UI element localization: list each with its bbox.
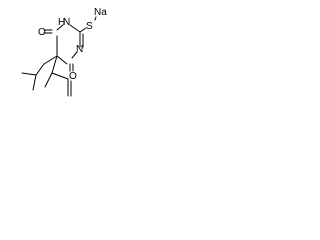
bond-ch-ch3-down xyxy=(32,74,37,91)
atom-hydrogen-nh: H xyxy=(58,17,65,28)
bond-c2-n1 xyxy=(69,24,81,33)
bond-n1-c6 xyxy=(56,24,64,31)
bond-c5-ch2 xyxy=(43,55,58,65)
bond-ch-ch3-left xyxy=(21,72,37,76)
atom-oxygen-top: O xyxy=(38,27,46,38)
bond-s-na xyxy=(94,16,97,21)
atom-sodium: Na xyxy=(94,7,107,18)
bond-ch-ch3 xyxy=(44,72,53,88)
atom-oxygen-bottom: O xyxy=(69,71,77,82)
bond-c5-ch xyxy=(51,55,58,74)
bond-c2-s xyxy=(79,27,87,33)
bond-ch2-ch xyxy=(35,63,45,76)
bond-c5-c4 xyxy=(56,55,68,65)
atom-sulfur: S xyxy=(86,21,93,32)
bond-c4-n3 xyxy=(71,51,78,59)
atom-nitrogen-top: N xyxy=(63,17,70,28)
bond-ch-ch-right xyxy=(51,72,69,80)
chemical-structure-diagram: Na S H N N O O xyxy=(21,7,107,97)
atom-nitrogen-right: N xyxy=(76,44,83,55)
